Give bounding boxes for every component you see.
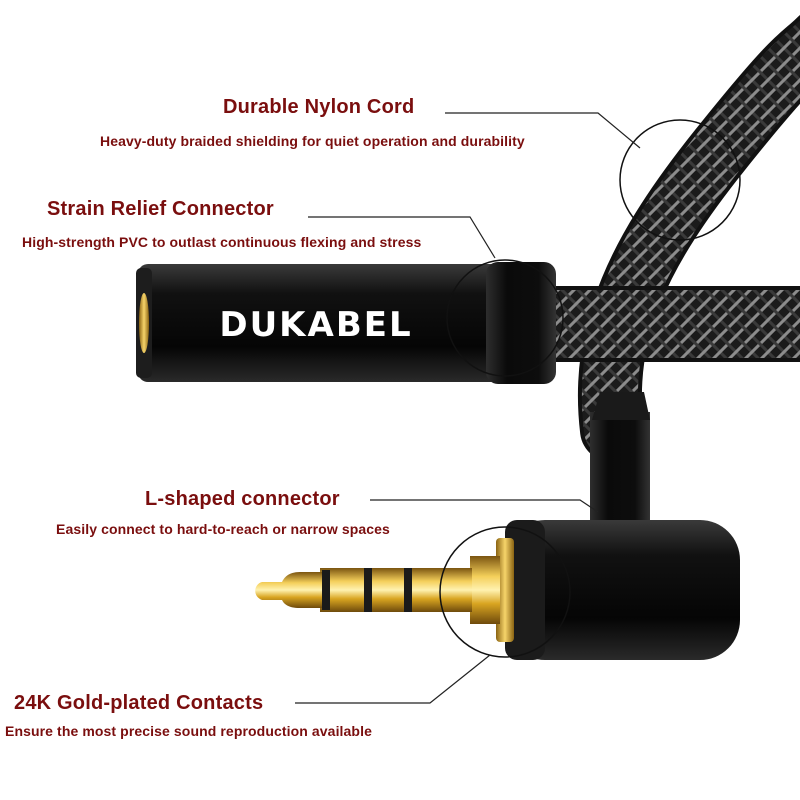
feature-title-strain-relief: Strain Relief Connector [47, 198, 274, 220]
feature-desc-l-shaped: Easily connect to hard-to-reach or narro… [56, 521, 390, 537]
feature-desc-strain-relief: High-strength PVC to outlast continuous … [22, 234, 422, 250]
feature-desc-cord: Heavy-duty braided shielding for quiet o… [100, 133, 525, 149]
nylon-cord [540, 15, 800, 462]
feature-desc-gold-contacts: Ensure the most precise sound reproducti… [5, 723, 372, 739]
leader-lines [295, 112, 641, 704]
female-connector: DUKABEL [136, 262, 556, 384]
feature-title-gold-contacts: 24K Gold-plated Contacts [14, 692, 264, 714]
brand-logo-text: DUKABEL [219, 305, 412, 345]
callout-circles [439, 119, 741, 658]
l-shaped-connector [255, 392, 740, 660]
feature-title-l-shaped: L-shaped connector [145, 488, 340, 510]
feature-title-cord: Durable Nylon Cord [223, 96, 415, 118]
